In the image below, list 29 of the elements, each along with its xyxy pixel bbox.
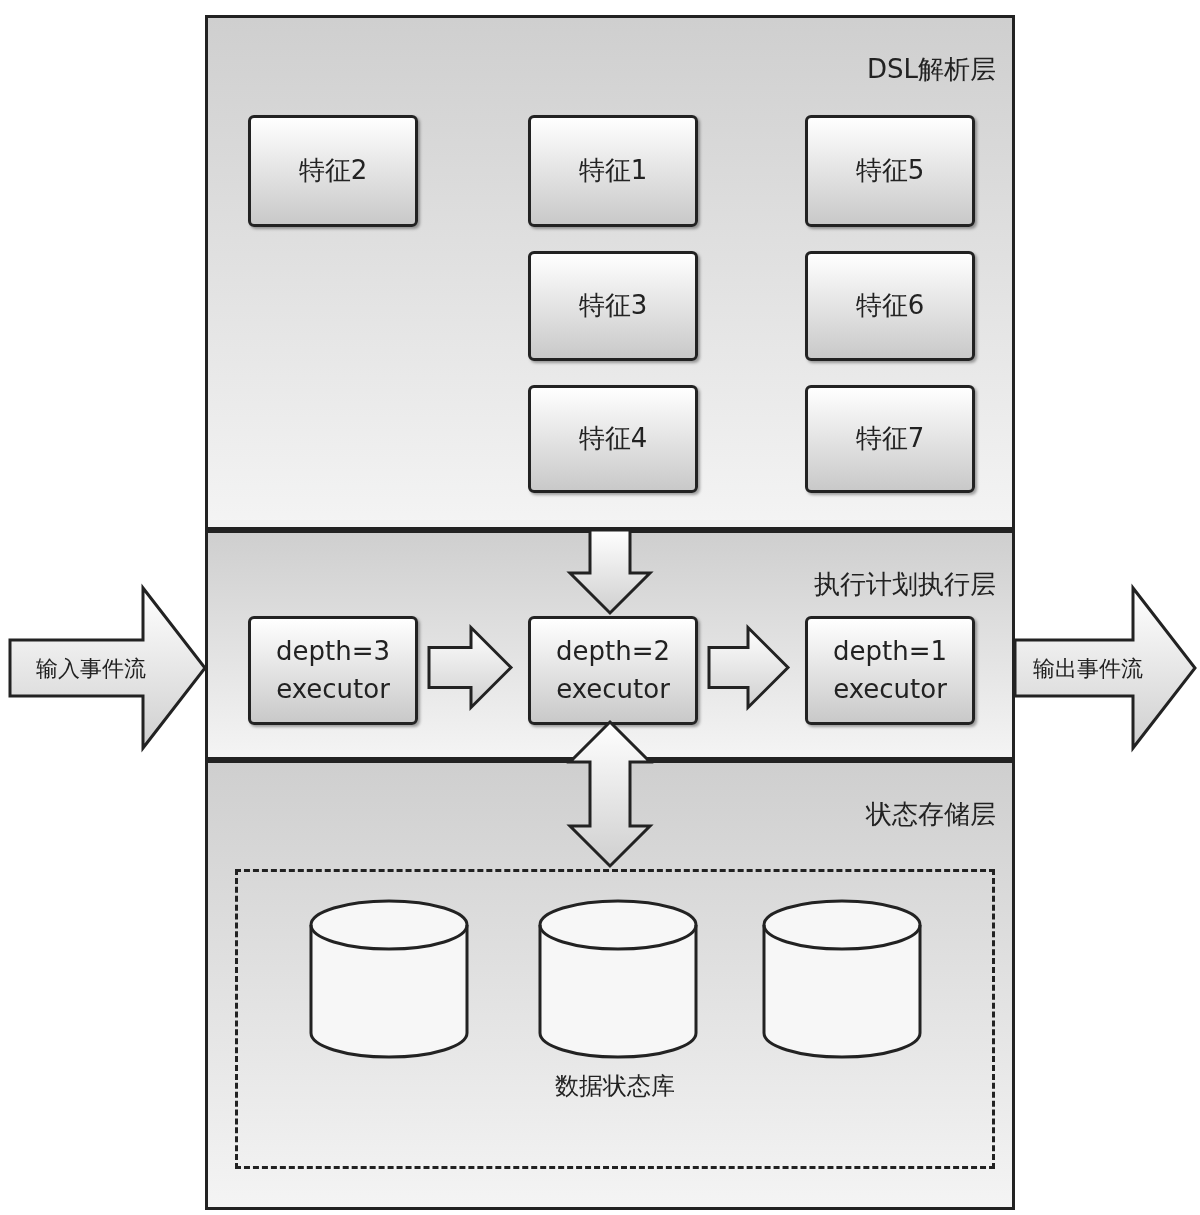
block-arrow — [566, 528, 654, 616]
process-box: 特征4 — [528, 385, 698, 493]
block-arrow — [566, 719, 654, 869]
process-box: 特征3 — [528, 251, 698, 361]
process-box: depth=1 executor — [805, 616, 975, 725]
database-cylinder — [538, 899, 698, 1059]
layer-title: 状态存储层 — [866, 798, 996, 831]
edge-label: 输入事件流 — [34, 654, 147, 683]
edge-label: 输出事件流 — [1032, 654, 1144, 683]
block-arrow — [427, 623, 514, 712]
process-box: depth=2 executor — [528, 616, 698, 725]
dashed-group-box — [235, 869, 995, 1169]
block-arrow — [1013, 583, 1197, 753]
group-label: 数据状态库 — [554, 1071, 676, 1102]
layer-band — [205, 530, 1015, 760]
layer-band — [205, 15, 1015, 530]
layer-title: 执行计划执行层 — [814, 568, 996, 601]
process-box: 特征5 — [805, 115, 975, 227]
process-box: 特征1 — [528, 115, 698, 227]
layer-band — [205, 760, 1015, 1210]
database-cylinder — [309, 899, 469, 1059]
process-box: depth=3 executor — [248, 616, 418, 725]
block-arrow — [8, 583, 207, 753]
process-box: 特征6 — [805, 251, 975, 361]
database-cylinder — [762, 899, 922, 1059]
process-box: 特征7 — [805, 385, 975, 493]
process-box: 特征2 — [248, 115, 418, 227]
layer-title: DSL解析层 — [867, 53, 996, 86]
block-arrow — [707, 623, 791, 712]
